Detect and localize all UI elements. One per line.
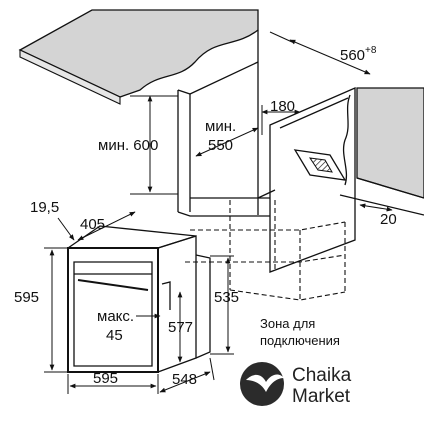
- label-548: 548: [172, 371, 197, 388]
- label-zone-line1: Зона для: [260, 316, 315, 331]
- label-535: 535: [214, 289, 239, 306]
- label-180: 180: [270, 98, 295, 115]
- label-20: 20: [380, 211, 397, 228]
- dim-min-550: [195, 127, 259, 157]
- side-panel: [269, 87, 424, 273]
- dim-535: [210, 255, 234, 355]
- label-550: 550: [208, 137, 233, 154]
- cabinet-niche: [177, 30, 276, 217]
- label-405: 405: [80, 216, 105, 233]
- label-560-sup: +8: [365, 45, 377, 56]
- dim-595-height: [44, 247, 68, 373]
- dim-20: [359, 203, 393, 212]
- label-595-width: 595: [93, 370, 118, 387]
- oven-placement-dashed: [185, 200, 346, 301]
- label-595-height: 595: [14, 289, 39, 306]
- dim-min-600: [130, 95, 178, 195]
- chaika-logo-icon: [240, 362, 284, 406]
- oven-body: [67, 225, 211, 373]
- label-560: 560+8: [340, 45, 377, 64]
- label-45: 45: [106, 327, 123, 344]
- dim-405: [77, 211, 136, 241]
- dim-560: [269, 31, 371, 75]
- connection-zone-box: [293, 149, 347, 181]
- label-577: 577: [168, 319, 193, 336]
- dim-19-5: [57, 217, 75, 241]
- label-min: мин.: [205, 118, 236, 135]
- dim-548: [159, 357, 215, 393]
- dim-180: [261, 105, 301, 135]
- logo-text-line2: Market: [292, 386, 351, 407]
- label-min-600: мин. 600: [98, 137, 158, 154]
- countertop-slab: [18, 9, 259, 105]
- label-max: макс.: [97, 308, 134, 325]
- dim-595-width: [67, 374, 159, 394]
- label-19-5: 19,5: [30, 199, 59, 216]
- label-zone-line2: подключения: [260, 333, 340, 348]
- label-560-value: 560: [340, 47, 365, 64]
- logo-text-line1: Chaika: [292, 365, 352, 386]
